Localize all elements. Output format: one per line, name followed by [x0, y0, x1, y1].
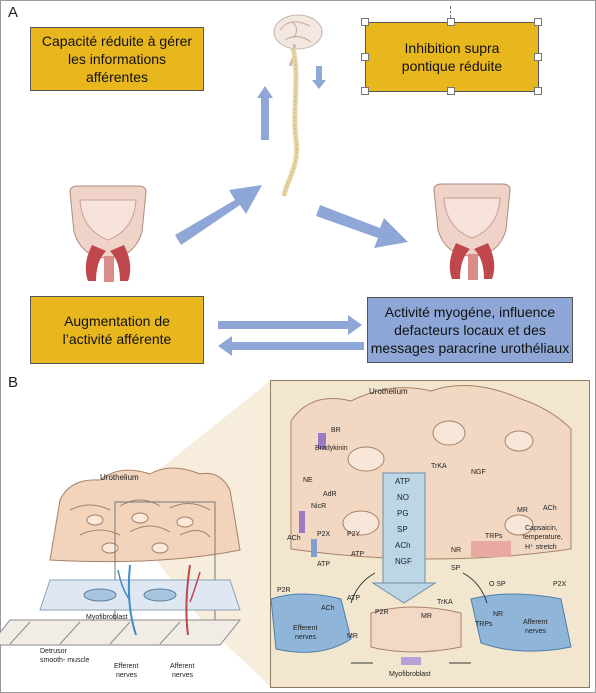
bladder-left-icon [69, 185, 147, 282]
zoom-label-p2r-mid: P2R [375, 609, 389, 616]
mediator-sp: SP [397, 525, 408, 534]
box-increased-afferent-activity: Augmentation de l’activité afférente [30, 296, 204, 364]
selection-handle[interactable] [534, 53, 542, 61]
zoom-label-atp-left: ATP [317, 561, 331, 568]
zoom-label-trka-top: TrKA [431, 463, 447, 470]
mediator-ach: ACh [395, 541, 411, 550]
rotation-handle-line [450, 6, 451, 18]
zoom-label-p2y: P2Y [347, 531, 361, 538]
zoom-label-o-sp: O SP [489, 581, 506, 588]
panel-a-graphics [69, 14, 511, 356]
label-efferent-nerves-2: nerves [116, 672, 138, 679]
mediator-pg: PG [397, 509, 409, 518]
zoom-label-nicr: NicR [311, 503, 327, 510]
diagonal-arrow-up-icon [175, 185, 262, 245]
zoom-label-efferent-1: Efferent [293, 625, 318, 632]
box-reduced-capacity-line3: afférentes [85, 69, 148, 85]
selection-handle[interactable] [447, 87, 455, 95]
box-reduced-capacity: Capacité réduite à gérer les information… [30, 27, 204, 91]
zoom-label-p2x-right: P2X [553, 581, 567, 588]
box-supraspinal-inhibition[interactable]: Inhibition supra pontique réduite [365, 22, 539, 92]
zoom-graphics [271, 385, 572, 665]
label-urothelium: Urothelium [100, 473, 139, 482]
zoom-label-sp-mid: SP [451, 565, 461, 572]
zoom-label-p2x-left: P2X [317, 531, 331, 538]
panel-b-letter: B [8, 374, 19, 391]
label-afferent-nerves-1: Afferent [170, 663, 195, 670]
selection-handle[interactable] [361, 53, 369, 61]
diagonal-arrow-down-icon [316, 205, 408, 248]
zoom-label-ngf-top: NGF [471, 469, 486, 476]
label-efferent-nerves-1: Efferent [114, 663, 139, 670]
left-arrow-icon [218, 336, 364, 356]
zoom-label-capsaicin-2: temperature, [523, 534, 563, 541]
mediator-no: NO [397, 493, 409, 502]
label-detrusor: Detrusor [40, 648, 67, 655]
zoom-label-p2r-left: P2R [277, 587, 291, 594]
selection-handle[interactable] [361, 87, 369, 95]
panel-a-letter: A [8, 4, 19, 21]
zoom-label-myofibroblast: Myofibroblast [389, 671, 431, 678]
zoom-label-urothelium: Urothelium [369, 387, 408, 396]
selection-handle[interactable] [534, 87, 542, 95]
mediator-arrow-icon [371, 472, 437, 604]
box-reduced-capacity-line2: les informations [67, 51, 167, 67]
tissue-schematic [0, 467, 242, 646]
zoom-label-mr-eff: MR [347, 633, 358, 640]
urothelium-layer [49, 467, 241, 563]
label-myofibroblast: Myofibroblast [86, 614, 128, 621]
box-increased-line1: Augmentation de [64, 313, 170, 329]
right-arrow-icon [218, 315, 362, 335]
zoom-label-capsaicin-1: Capsaicin, [525, 525, 558, 532]
zoom-label-mr-mid: MR [421, 613, 432, 620]
zoom-label-ach-eff: ACh [321, 605, 335, 612]
box-myogenic-line1: Activité myogéne, influence [384, 304, 556, 320]
down-arrow-icon [312, 66, 326, 89]
zoom-label-atp-eff: ATP [347, 595, 361, 602]
brain-icon [273, 14, 323, 67]
zoom-label-nr-mid: NR [451, 547, 462, 554]
mediator-ngf: NGF [395, 557, 412, 566]
zoom-label-bradykinin: Bradykinin [315, 445, 348, 452]
zoom-label-ach-right: ACh [543, 505, 557, 512]
zoom-label-capsaicin-3: H⁺ stretch [525, 544, 557, 551]
box-myogenic-activity: Activité myogéne, influence defacteurs l… [367, 297, 573, 363]
label-smooth-muscle: smooth- muscle [40, 657, 90, 664]
zoom-label-trps-bottom: TRPs [475, 621, 493, 628]
zoom-label-ne: NE [303, 477, 313, 484]
box-supraspinal-line2: pontique réduite [401, 58, 503, 74]
zoom-label-atp-p2y: ATP [351, 551, 365, 558]
selection-handle[interactable] [361, 18, 369, 26]
box-increased-line2: l’activité afférente [62, 331, 172, 347]
up-arrow-icon [257, 86, 273, 140]
box-supraspinal-line1: Inhibition supra [404, 40, 500, 56]
zoom-panel: Urothelium BR Bradykinin TrKA NGF NE AdR… [270, 380, 590, 688]
mediator-atp: ATP [395, 477, 410, 486]
label-afferent-nerves-2: nerves [172, 672, 194, 679]
zoom-label-mr-right: MR [517, 507, 528, 514]
selection-handle[interactable] [447, 18, 455, 26]
box-myogenic-line2: defacteurs locaux et des [394, 322, 546, 338]
selection-handle[interactable] [534, 18, 542, 26]
zoom-label-trka-bottom: TrKA [437, 599, 453, 606]
zoom-label-trps-top: TRPs [485, 533, 503, 540]
zoom-label-efferent-2: nerves [295, 634, 317, 641]
zoom-label-br: BR [331, 427, 341, 434]
box-myogenic-line3: messages paracrine urothéliaux [370, 340, 570, 356]
box-reduced-capacity-line1: Capacité réduite à gérer [41, 33, 193, 49]
bladder-right-icon [433, 183, 511, 280]
zoom-label-adr: AdR [323, 491, 337, 498]
zoom-label-afferent-2: nerves [525, 628, 547, 635]
zoom-label-nr-bottom: NR [493, 611, 504, 618]
zoom-label-ach-left: ACh [287, 535, 301, 542]
zoom-label-afferent-1: Afferent [523, 619, 548, 626]
